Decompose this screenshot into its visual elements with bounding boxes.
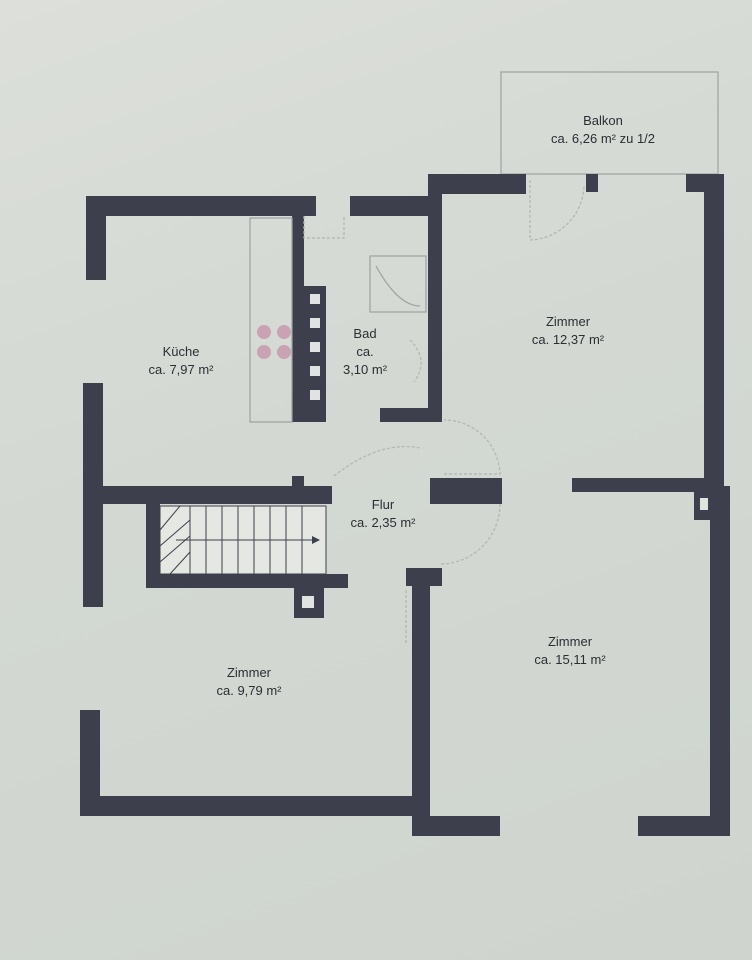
room-name: Balkon	[583, 113, 623, 128]
room-label-zimmer-9: Zimmer ca. 9,79 m²	[216, 664, 281, 700]
room-area: ca. 2,35 m²	[350, 515, 416, 530]
room-name: Bad	[353, 326, 377, 341]
room-area: ca. 6,26 m² zu 1/2	[550, 131, 656, 146]
staircase	[159, 505, 327, 575]
outer-walls	[80, 174, 730, 836]
room-name: Zimmer	[547, 634, 593, 649]
room-name: Flur	[371, 497, 395, 512]
room-area: ca. 15,11 m²	[534, 652, 606, 667]
room-area: ca. 12,37 m²	[531, 332, 605, 347]
room-area: ca. 9,79 m²	[216, 683, 282, 698]
room-label-balkon: Balkon ca. 6,26 m² zu 1/2	[551, 112, 655, 148]
room-door-swing	[443, 419, 501, 475]
room-name: Küche	[162, 344, 200, 359]
balcony-door-swing	[529, 180, 585, 241]
room-label-zimmer-15: Zimmer ca. 15,11 m²	[534, 633, 605, 669]
room-name: Zimmer	[545, 314, 591, 329]
hob-icon	[257, 325, 291, 359]
room-area: 3,10 m²	[342, 362, 388, 377]
kitchen-counter	[249, 217, 293, 423]
room-area: ca. 7,97 m²	[148, 362, 214, 377]
room-label-zimmer-12: Zimmer ca. 12,37 m²	[532, 313, 604, 349]
shower-tray	[369, 255, 427, 313]
room-label-flur: Flur ca. 2,35 m²	[350, 496, 415, 532]
room-area-prefix: ca.	[356, 344, 374, 359]
room-label-kueche: Küche ca. 7,97 m²	[148, 343, 213, 379]
room-label-bad: Bad ca. 3,10 m²	[343, 325, 387, 379]
bath-door-swing	[303, 216, 345, 239]
balcony-outline	[500, 71, 719, 175]
room-name: Zimmer	[226, 665, 272, 680]
